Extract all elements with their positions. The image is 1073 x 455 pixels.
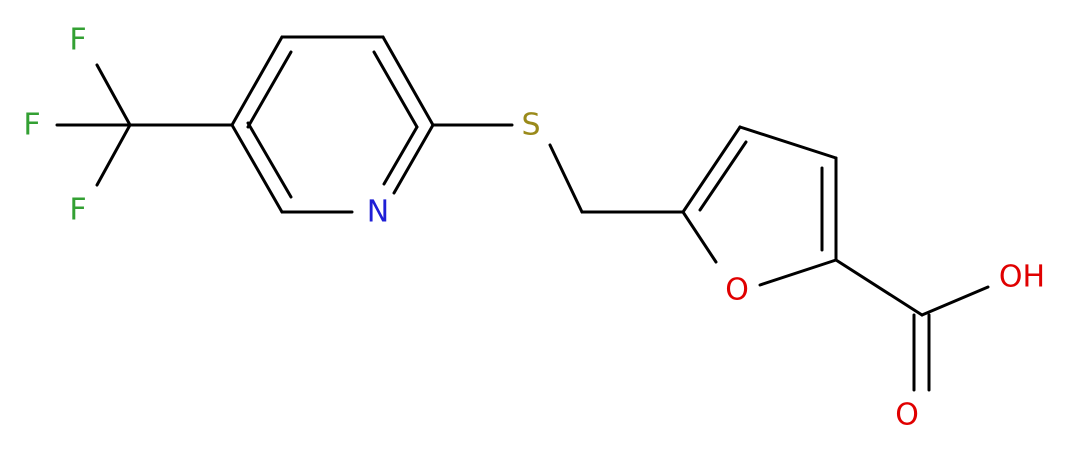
bond-fu-5 xyxy=(681,210,718,264)
atom-s-label: S xyxy=(521,108,540,143)
atom-o-ring-label: O xyxy=(725,273,749,308)
bond-c-oh xyxy=(920,285,990,317)
atom-oh-label: OH xyxy=(999,260,1045,295)
bond-fu-2 xyxy=(738,125,838,160)
bond-py-1-inner xyxy=(246,50,293,129)
furan-ring xyxy=(681,125,838,287)
pyridine-ring xyxy=(230,35,435,214)
bond-py-3-inner xyxy=(372,50,419,129)
bond-py-1 xyxy=(230,35,284,127)
bond-c-f3 xyxy=(95,123,132,187)
atom-f3-label: F xyxy=(69,193,86,228)
bond-s-ch2 xyxy=(548,143,584,214)
bond-py-6 xyxy=(230,123,284,214)
bond-py-4 xyxy=(392,123,435,195)
bond-py-4-inner xyxy=(382,125,419,186)
bond-py-6-inner xyxy=(246,121,293,199)
carboxylic-acid xyxy=(834,258,990,392)
bond-fu-1 xyxy=(681,125,742,214)
atom-n-label: N xyxy=(367,195,389,230)
cf3-bonds xyxy=(55,63,234,187)
bond-fu-4 xyxy=(758,258,838,287)
bond-fu-1-inner xyxy=(698,140,748,212)
bond-py-3 xyxy=(381,35,435,127)
atom-o-carbonyl-label: O xyxy=(895,398,919,433)
bond-ring-cooh xyxy=(834,258,924,317)
atom-f1-label: F xyxy=(69,23,86,58)
bond-c-f1 xyxy=(95,63,132,127)
thioether-linker xyxy=(431,123,685,214)
atom-f2-label: F xyxy=(23,108,40,143)
